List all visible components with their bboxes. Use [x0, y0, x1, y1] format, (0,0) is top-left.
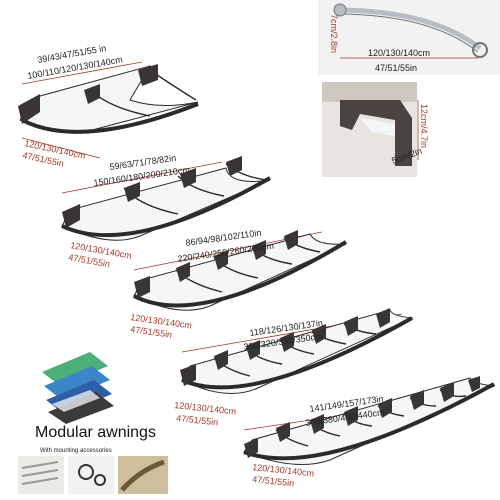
bracket-span-in: 47/51/55in [375, 63, 417, 73]
accessories-label: With mounting accessories [40, 448, 112, 454]
mount-height: 12cm/4.7in [419, 104, 429, 148]
bracket-span-cm: 120/130/140cm [368, 48, 430, 58]
bracket-detail [318, 0, 500, 75]
bracket-height: 7cm/2.8in [329, 14, 339, 53]
awning-2 [61, 156, 271, 241]
awning-5-depth-in: 47/51/55in [252, 474, 295, 488]
awning-4 [180, 308, 414, 394]
awning-1 [18, 61, 199, 159]
modular-title: Modular awnings [35, 424, 156, 441]
modular-sheets-image [42, 352, 114, 424]
awning-3 [133, 230, 348, 311]
awning-4-depth-in: 47/51/55in [176, 413, 219, 427]
awning-5 [243, 376, 496, 465]
mount-detail [322, 82, 419, 177]
accessories-images [18, 456, 168, 494]
